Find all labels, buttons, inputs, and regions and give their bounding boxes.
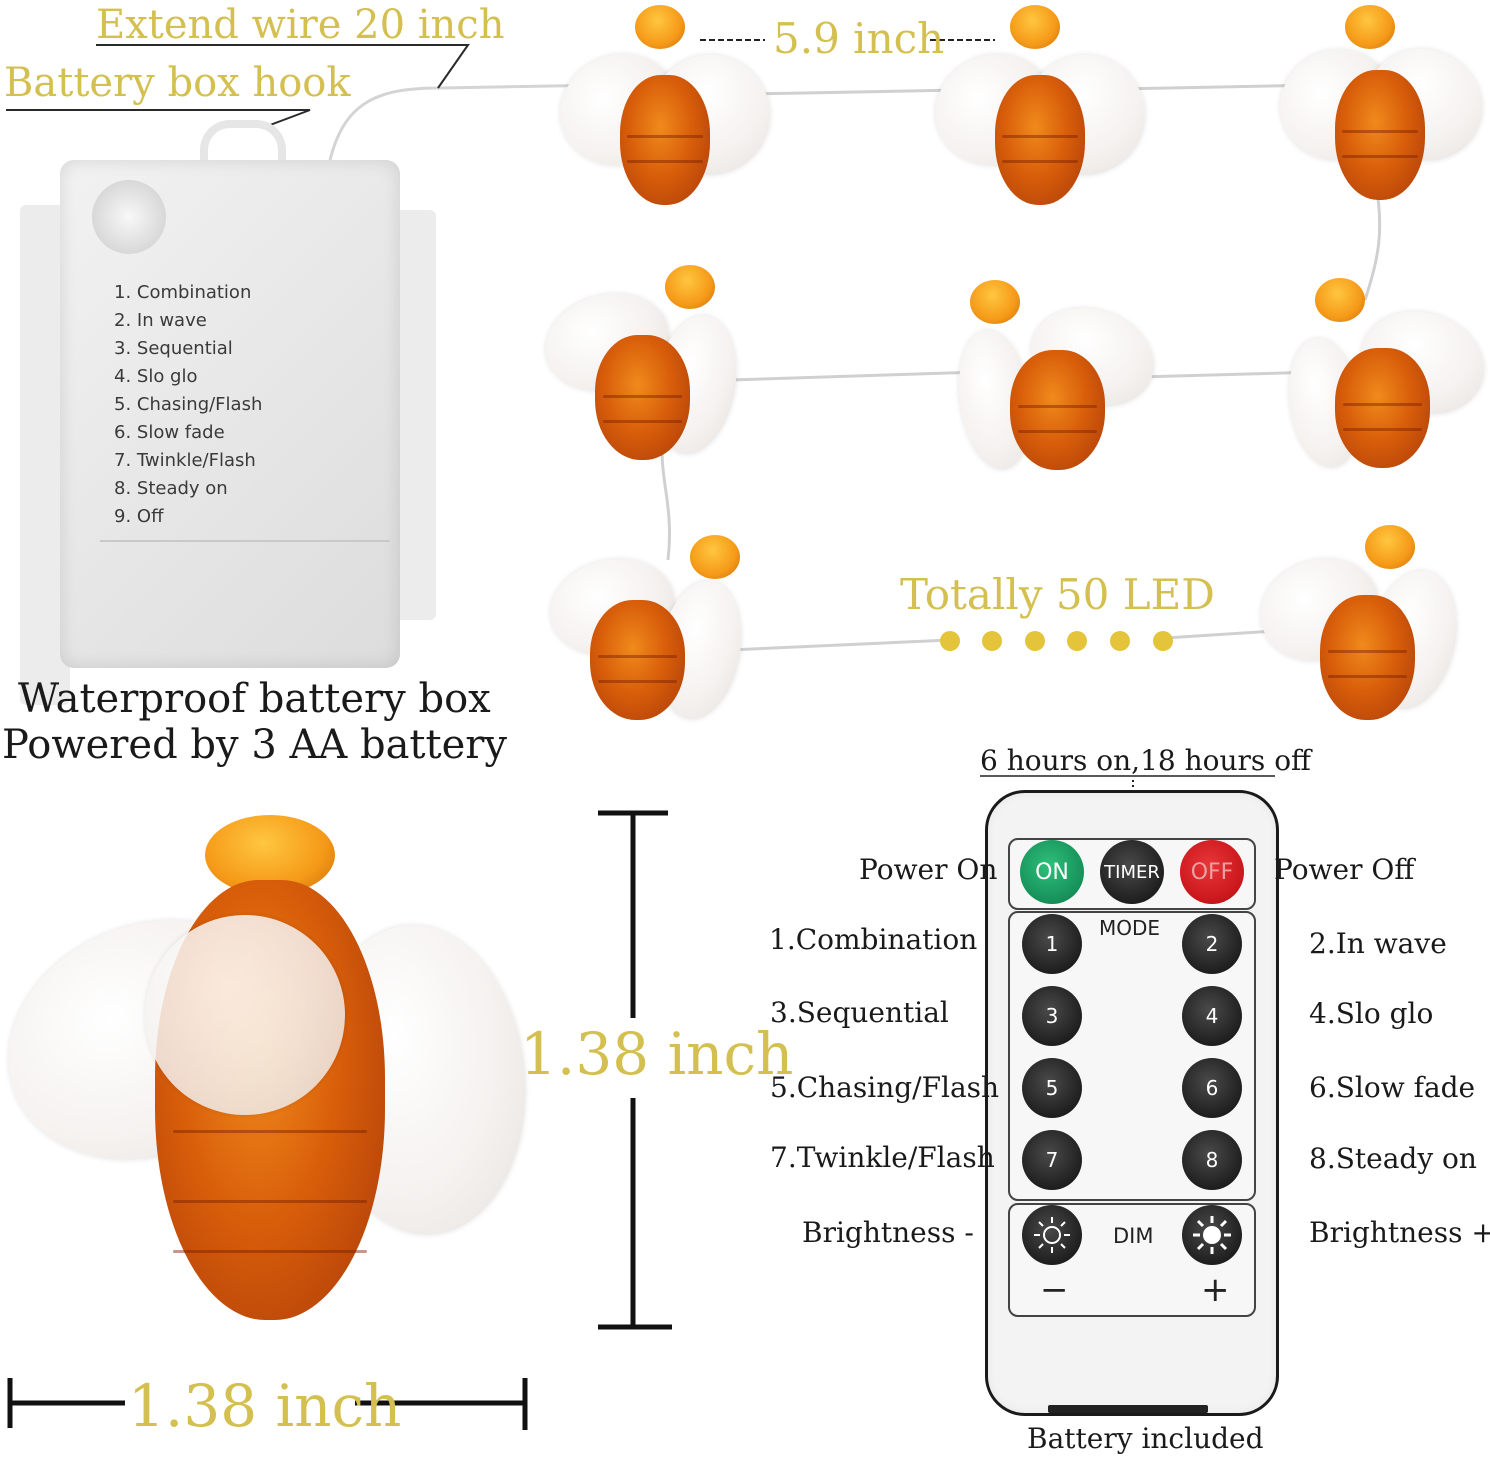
mode-4-label: 4.Slo glo: [1309, 997, 1434, 1030]
battery-box-hook-label: Battery box hook: [4, 60, 351, 106]
more-leds-dot: [1067, 631, 1087, 651]
battery-box-caption-1: Waterproof battery box: [18, 676, 491, 722]
power-on-label: Power On: [859, 853, 998, 886]
bee-light: [544, 5, 790, 215]
box-divider: [100, 540, 390, 542]
more-leds-dot: [1110, 631, 1130, 651]
brightness-up-button[interactable]: [1182, 1205, 1242, 1265]
box-mode-item: 6. Slow fade: [114, 422, 225, 443]
box-mode-item: 9. Off: [114, 506, 164, 527]
bee-light: [1247, 525, 1469, 725]
brightness-down-button[interactable]: [1022, 1205, 1082, 1265]
bee-light: [534, 265, 747, 465]
bee-light: [919, 5, 1165, 215]
bulb-spacing-label: 5.9 inch: [773, 14, 945, 63]
mode-3-label: 3.Sequential: [770, 996, 949, 1029]
more-leds-dot: [1153, 631, 1173, 651]
battery-box: [20, 120, 440, 705]
dim-label: DIM: [1113, 1224, 1154, 1248]
battery-box-caption-2: Powered by 3 AA battery: [2, 722, 507, 768]
mode-5-label: 5.Chasing/Flash: [770, 1071, 1000, 1104]
hook-loop: [200, 120, 286, 188]
power-off-label: Power Off: [1274, 853, 1415, 886]
mode-6-button[interactable]: 6: [1182, 1058, 1242, 1118]
mode-8-label: 8.Steady on: [1309, 1142, 1477, 1175]
timer-note-label: 6 hours on,18 hours off: [980, 744, 1311, 777]
sun-bright-icon: [1193, 1216, 1231, 1254]
mode-1-label: 1.Combination: [769, 923, 978, 956]
mode-4-button[interactable]: 4: [1182, 986, 1242, 1046]
extend-wire-label: Extend wire 20 inch: [96, 2, 505, 48]
timer-button[interactable]: TIMER: [1100, 840, 1164, 904]
box-mode-item: 3. Sequential: [114, 338, 233, 359]
box-button: [92, 180, 166, 254]
remote-bottom-slot: [1048, 1405, 1208, 1413]
brightness-minus-label: Brightness -: [802, 1216, 974, 1249]
box-mode-item: 2. In wave: [114, 310, 207, 331]
mode-7-label: 7.Twinkle/Flash: [770, 1141, 995, 1174]
total-led-label: Totally 50 LED: [900, 570, 1215, 619]
on-button[interactable]: ON: [1020, 840, 1084, 904]
mode-3-button[interactable]: 3: [1022, 986, 1082, 1046]
mode-2-label: 2.In wave: [1309, 927, 1447, 960]
more-leds-dot: [940, 631, 960, 651]
bee-light: [950, 280, 1167, 480]
box-mode-item: 1. Combination: [114, 282, 252, 303]
plus-label: +: [1201, 1270, 1230, 1310]
minus-label: −: [1040, 1270, 1069, 1310]
bee-light: [1264, 5, 1490, 205]
mode-5-button[interactable]: 5: [1022, 1058, 1082, 1118]
more-leds-dot: [1025, 631, 1045, 651]
mode-label: MODE: [1099, 916, 1161, 940]
height-dimension-label: 1.38 inch: [520, 1020, 794, 1088]
mode-1-button[interactable]: 1: [1022, 914, 1082, 974]
box-mode-item: 4. Slo glo: [114, 366, 198, 387]
more-leds-dot: [982, 631, 1002, 651]
mode-6-label: 6.Slow fade: [1309, 1071, 1476, 1104]
bee-light: [1281, 278, 1490, 478]
battery-box-mode-list: 1. Combination 2. In wave 3. Sequential …: [114, 279, 262, 531]
width-dimension-label: 1.38 inch: [128, 1372, 402, 1440]
sun-dim-icon: [1034, 1217, 1070, 1253]
mode-2-button[interactable]: 2: [1182, 914, 1242, 974]
off-button[interactable]: OFF: [1180, 840, 1244, 904]
bee-light-closeup: [0, 815, 539, 1335]
mode-7-button[interactable]: 7: [1022, 1130, 1082, 1190]
box-mode-item: 7. Twinkle/Flash: [114, 450, 256, 471]
brightness-plus-label: Brightness +: [1309, 1216, 1490, 1249]
mode-8-button[interactable]: 8: [1182, 1130, 1242, 1190]
box-mode-item: 8. Steady on: [114, 478, 228, 499]
battery-included-label: Battery included: [1027, 1422, 1264, 1455]
bee-light: [541, 535, 752, 730]
box-mode-item: 5. Chasing/Flash: [114, 394, 263, 415]
